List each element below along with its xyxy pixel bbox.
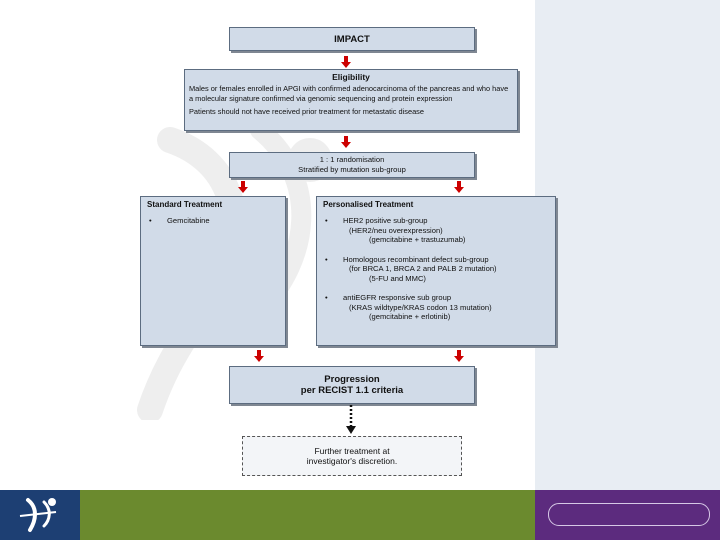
- list-item: • HER2 positive sub-group (HER2/neu over…: [323, 216, 549, 245]
- footer-pill-shape: [548, 503, 710, 526]
- subgroup-regimen: (5-FU and MMC): [369, 273, 426, 283]
- subgroup-regimen: (gemcitabine + trastuzumab): [369, 235, 466, 244]
- subgroup-detail: (KRAS wildtype/KRAS codon 13 mutation): [349, 302, 492, 312]
- list-item: • antiEGFR responsive sub group (KRAS wi…: [323, 293, 549, 322]
- subgroup-label: HER2 positive sub-group: [343, 216, 428, 225]
- bullet: •: [325, 216, 328, 225]
- arrow-down-icon: [238, 181, 248, 193]
- subgroup-label: antiEGFR responsive sub group: [343, 293, 452, 302]
- dotted-arrow-down-icon: [346, 405, 356, 434]
- standard-treatment-heading: Standard Treatment: [147, 200, 223, 209]
- progression-criteria: per RECIST 1.1 criteria: [300, 385, 404, 396]
- subgroup-detail: (HER2/neu overexpression): [349, 225, 443, 235]
- logo-figure-icon: [19, 498, 57, 532]
- arrow-down-icon: [341, 136, 351, 148]
- footer-green-band: [80, 490, 535, 540]
- randomisation-stratification: Stratified by mutation sub-group: [298, 164, 406, 174]
- personalised-treatment-heading: Personalised Treatment: [323, 200, 414, 209]
- side-panel: [535, 0, 720, 490]
- bullet: •: [149, 216, 152, 225]
- bullet: •: [325, 254, 328, 264]
- study-title: IMPACT: [334, 33, 370, 45]
- progression-title: Progression: [324, 374, 380, 385]
- further-treatment-box: Further treatment at investigator's disc…: [242, 436, 462, 476]
- list-item: • Homologous recombinant defect sub-grou…: [323, 255, 549, 284]
- randomisation-box: 1 : 1 randomisation Stratified by mutati…: [229, 152, 475, 178]
- further-treatment-line2: investigator's discretion.: [306, 456, 398, 466]
- eligibility-exclusion-text: Patients should not have received prior …: [189, 107, 424, 116]
- eligibility-criteria-text: Males or females enrolled in APGI with c…: [189, 84, 509, 103]
- study-title-box: IMPACT: [229, 27, 475, 51]
- arrow-down-icon: [341, 56, 351, 68]
- randomisation-ratio: 1 : 1 randomisation: [319, 155, 385, 164]
- eligibility-heading: Eligibility: [332, 72, 370, 82]
- footer-logo: [0, 490, 80, 540]
- arrow-down-icon: [454, 181, 464, 193]
- subgroup-regimen: (gemcitabine + erlotinib): [369, 312, 451, 321]
- arrow-down-icon: [254, 350, 264, 362]
- arrow-down-icon: [454, 350, 464, 362]
- standard-treatment-box: Standard Treatment • Gemcitabine: [140, 196, 286, 346]
- personalised-treatment-box: Personalised Treatment • HER2 positive s…: [316, 196, 556, 346]
- treatment-label: Gemcitabine: [167, 216, 210, 225]
- progression-box: Progression per RECIST 1.1 criteria: [229, 366, 475, 404]
- further-treatment-line1: Further treatment at: [314, 446, 390, 456]
- bullet: •: [325, 293, 328, 302]
- list-item: • Gemcitabine: [147, 216, 279, 226]
- subgroup-label: Homologous recombinant defect sub-group: [343, 254, 489, 264]
- eligibility-box: Eligibility Males or females enrolled in…: [184, 69, 518, 131]
- footer-purple-band: [535, 490, 720, 540]
- subgroup-detail: (for BRCA 1, BRCA 2 and PALB 2 mutation): [349, 264, 497, 273]
